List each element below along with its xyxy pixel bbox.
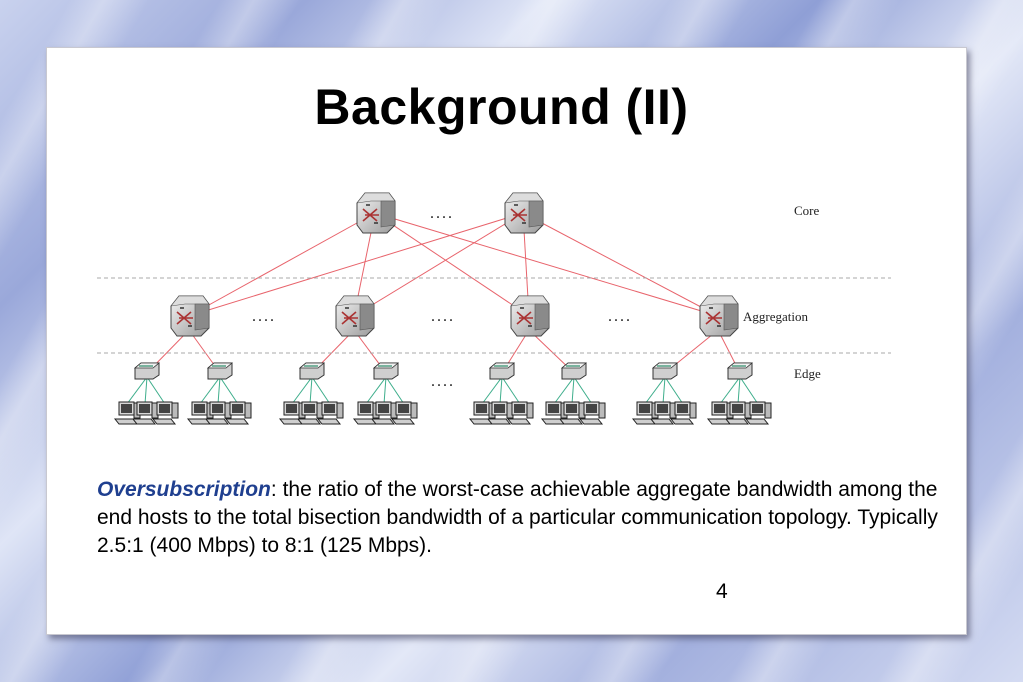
edge-host-link <box>481 376 503 405</box>
core-agg-link <box>374 212 530 317</box>
host-computer-icon <box>317 401 344 425</box>
definition-text: the ratio of the worst-case achievable a… <box>97 478 938 557</box>
edge-switch-icon <box>561 362 587 380</box>
edge-host-link <box>199 376 221 405</box>
edge-host-link <box>311 376 331 405</box>
edge-host-link <box>219 376 239 405</box>
aggregation-layer-label: Aggregation <box>743 309 808 324</box>
edge-host-link <box>146 376 166 405</box>
edge-host-link <box>291 376 313 405</box>
topology-svg: Core Aggregation Edge .... .... .... ...… <box>97 192 891 425</box>
edge-host-link <box>573 376 593 405</box>
host-computer-icon <box>745 401 772 425</box>
core-agg-link <box>188 212 524 317</box>
core-agg-link <box>353 212 524 317</box>
edge-host-link <box>501 376 521 405</box>
edge-host-link <box>144 376 148 405</box>
edge-ellipsis: .... <box>431 373 455 390</box>
edge-switch-icon <box>299 362 325 380</box>
host-computer-icon <box>152 401 179 425</box>
agg-ellipsis-1: .... <box>252 308 276 325</box>
slide-title: Background (II) <box>314 79 689 135</box>
host-computer-icon <box>391 401 418 425</box>
aggregation-switch-icon <box>335 295 375 337</box>
core-switch-icon <box>356 192 396 234</box>
edge-host-link <box>644 376 666 405</box>
edge-host-link <box>383 376 387 405</box>
host-computer-icon <box>670 401 697 425</box>
edge-host-link <box>126 376 148 405</box>
edge-layer-label: Edge <box>794 366 821 381</box>
core-ellipsis: .... <box>430 205 454 222</box>
edge-switch-icon <box>373 362 399 380</box>
core-switch-icon <box>504 192 544 234</box>
network-topology-diagram: Core Aggregation Edge .... .... .... ...… <box>97 168 891 458</box>
edge-switch-icon <box>134 362 160 380</box>
edge-host-link <box>571 376 575 405</box>
core-agg-link <box>188 212 376 317</box>
host-computer-icon <box>225 401 252 425</box>
aggregation-switch-icon <box>170 295 210 337</box>
definition-separator: : <box>270 478 277 501</box>
edge-host-link <box>385 376 405 405</box>
edge-host-link <box>309 376 313 405</box>
edge-host-link <box>365 376 387 405</box>
edge-host-link <box>664 376 684 405</box>
core-layer-label: Core <box>794 203 820 218</box>
core-agg-link <box>522 212 719 317</box>
definition-term: Oversubscription <box>97 478 271 501</box>
edge-switch-icon <box>207 362 233 380</box>
edge-host-link <box>719 376 741 405</box>
edge-host-link <box>499 376 503 405</box>
edge-switch-icon <box>652 362 678 380</box>
oversubscription-definition: Oversubscription: the ratio of the worst… <box>97 476 947 560</box>
core-agg-link <box>374 212 719 317</box>
agg-ellipsis-3: .... <box>608 308 632 325</box>
edge-switch-icon <box>727 362 753 380</box>
host-computer-icon <box>579 401 606 425</box>
edge-host-link <box>737 376 741 405</box>
edge-host-link <box>662 376 666 405</box>
agg-ellipsis-2: .... <box>431 308 455 325</box>
host-computer-icon <box>507 401 534 425</box>
aggregation-switch-icon <box>699 295 739 337</box>
page-number: 4 <box>716 580 728 603</box>
edge-host-link <box>553 376 575 405</box>
edge-host-link <box>217 376 221 405</box>
edge-switch-icon <box>489 362 515 380</box>
edge-host-link <box>739 376 759 405</box>
aggregation-switch-icon <box>510 295 550 337</box>
